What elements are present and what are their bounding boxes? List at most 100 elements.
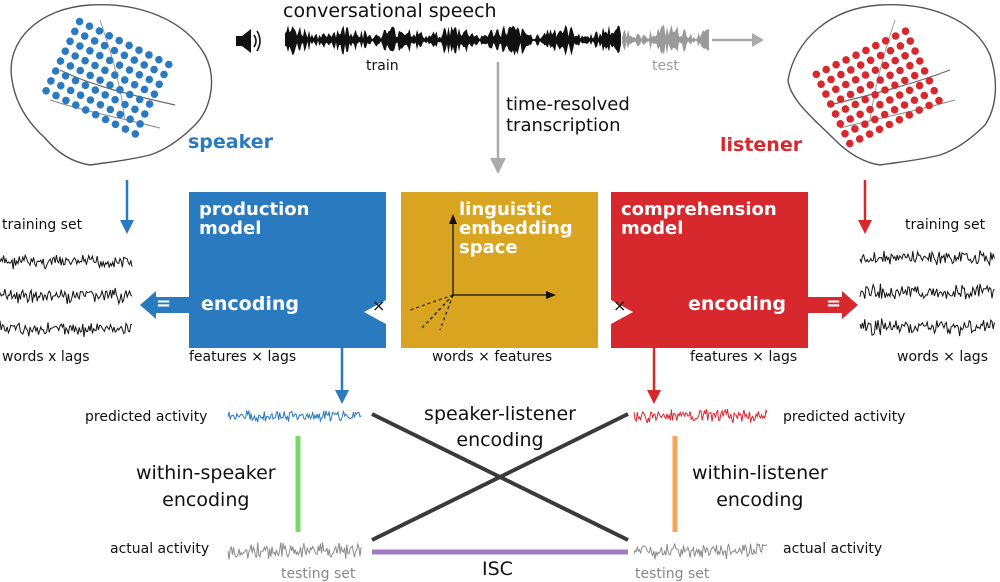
electrode-dot bbox=[71, 27, 79, 36]
electrode-dot bbox=[52, 91, 60, 100]
electrode-dot bbox=[100, 41, 109, 50]
production-model-box: production model encoding bbox=[189, 192, 386, 348]
electrode-dot bbox=[145, 51, 153, 59]
speaker-actual-trace bbox=[227, 542, 362, 560]
electrode-dot bbox=[925, 101, 933, 110]
speaker-brain-sulcus bbox=[49, 99, 161, 129]
electrode-dot bbox=[836, 120, 845, 128]
electrode-dot bbox=[881, 37, 890, 45]
electrode-dot bbox=[81, 106, 90, 114]
electrode-dot bbox=[66, 86, 75, 95]
listener-actual-label: actual activity bbox=[783, 541, 883, 557]
electrode-dot bbox=[90, 37, 99, 45]
embedding-box: linguistic embedding space bbox=[401, 192, 598, 348]
electrode-dot bbox=[85, 22, 94, 31]
electrode-dot bbox=[900, 101, 909, 109]
electrode-dot bbox=[126, 90, 134, 99]
listener-equals-arrow-shape bbox=[806, 291, 858, 319]
isc-label: ISC bbox=[482, 558, 513, 580]
listener-label: listener bbox=[720, 134, 803, 156]
electrode-dot bbox=[891, 56, 899, 65]
electrode-dot bbox=[96, 101, 105, 109]
electrode-dot bbox=[930, 86, 938, 95]
electrode-dot bbox=[81, 56, 89, 65]
electrode-dot bbox=[861, 120, 869, 128]
electrode-dot bbox=[851, 76, 860, 84]
electrode-dot bbox=[841, 80, 850, 89]
electrode-dot bbox=[827, 75, 835, 84]
electrode-dot bbox=[885, 120, 894, 129]
speaker-listener-encoding-label: speaker-listener encoding bbox=[424, 403, 576, 451]
electrode-dot bbox=[135, 71, 144, 79]
electrode-dot bbox=[105, 32, 114, 40]
electrode-dot bbox=[832, 60, 840, 69]
production-features-lags-label: features × lags bbox=[189, 349, 297, 365]
electrode-dot bbox=[915, 81, 924, 90]
speaker-listener-cross-line bbox=[371, 412, 629, 542]
listener-training-trace bbox=[859, 249, 995, 267]
electrode-dot bbox=[881, 86, 889, 94]
electrode-dot bbox=[86, 96, 95, 104]
electrode-dot bbox=[62, 96, 70, 105]
electrode-dot bbox=[846, 139, 854, 148]
electrode-dot bbox=[871, 91, 879, 99]
listener-predicted-trace bbox=[633, 408, 768, 424]
listener-training-trace bbox=[859, 282, 995, 300]
electrode-dot bbox=[846, 90, 855, 99]
electrode-dot bbox=[876, 51, 885, 60]
electrode-dot bbox=[71, 76, 80, 85]
train-label: train bbox=[366, 58, 399, 74]
electrode-dot bbox=[871, 115, 879, 124]
production-model-shape bbox=[189, 192, 386, 348]
electrode-dot bbox=[120, 76, 129, 84]
electrode-dot bbox=[866, 105, 874, 114]
electrode-dot bbox=[86, 71, 94, 80]
listener-brain-sulcus bbox=[839, 99, 956, 129]
electrode-dot bbox=[91, 110, 100, 119]
within-speaker-label: within-speaker encoding bbox=[136, 462, 276, 511]
electrode-dot bbox=[871, 66, 880, 74]
comprehension-model-title: comprehension model bbox=[621, 199, 777, 239]
electrode-dot bbox=[832, 85, 840, 94]
electrode-dot bbox=[916, 57, 924, 65]
electrode-dot bbox=[905, 111, 914, 119]
electrode-dot bbox=[121, 100, 129, 109]
electrode-dot bbox=[866, 81, 875, 89]
electrode-dot bbox=[130, 80, 139, 89]
electrode-dot bbox=[120, 51, 129, 60]
electrode-dot bbox=[106, 81, 114, 89]
within-listener-label: within-listener encoding bbox=[692, 462, 828, 511]
electrode-dot bbox=[81, 81, 90, 90]
comprehension-encoding-label: encoding bbox=[688, 293, 786, 315]
electrode-dot bbox=[890, 106, 899, 114]
electrode-dot bbox=[101, 115, 110, 124]
electrode-dot bbox=[66, 62, 75, 70]
listener-training-trace bbox=[859, 318, 995, 337]
electrode-dot bbox=[862, 46, 870, 55]
speaker-predict-arrowhead bbox=[335, 390, 349, 404]
electrode-dot bbox=[875, 125, 884, 134]
electrode-dot bbox=[866, 56, 875, 65]
electrode-dot bbox=[822, 90, 830, 98]
transcription-arrowhead bbox=[490, 158, 506, 174]
electrode-dot bbox=[126, 115, 134, 123]
conversational-speech-title: conversational speech bbox=[283, 0, 497, 22]
electrode-dot bbox=[836, 95, 845, 103]
electrode-dot bbox=[135, 95, 144, 104]
electrode-dot bbox=[111, 71, 119, 79]
comprehension-features-lags-label: features × lags bbox=[690, 349, 798, 365]
electrode-dot bbox=[145, 100, 154, 108]
electrode-dot bbox=[886, 46, 895, 55]
electrode-dot bbox=[910, 96, 919, 104]
listener-predicted-label: predicted activity bbox=[783, 409, 906, 425]
listener-down-arrowhead bbox=[858, 220, 872, 234]
electrode-dot bbox=[881, 61, 890, 70]
electrode-dot bbox=[76, 91, 85, 99]
electrode-dot bbox=[935, 96, 943, 105]
electrode-dot bbox=[75, 17, 84, 26]
electrode-dot bbox=[150, 90, 159, 98]
electrode-dot bbox=[101, 66, 109, 75]
electrode-dot bbox=[141, 110, 149, 118]
